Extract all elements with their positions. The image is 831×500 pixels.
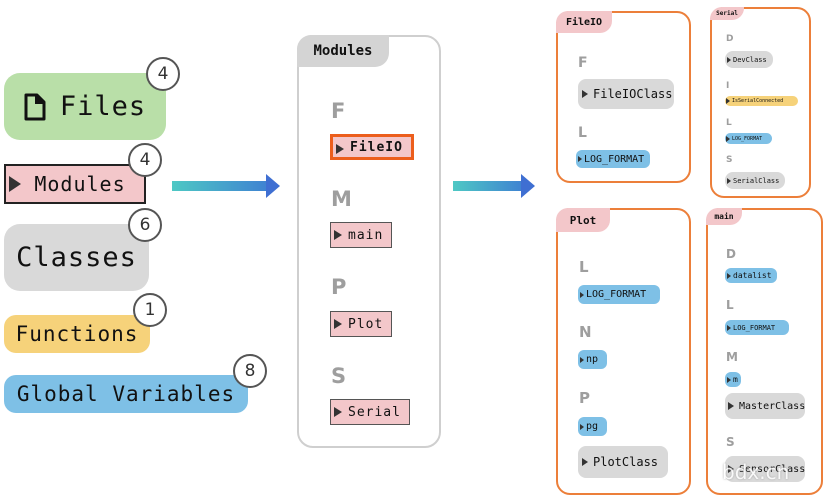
legend-files: Files: [4, 73, 166, 140]
classes-count-badge: 6: [128, 208, 162, 242]
play-triangle-icon: [728, 465, 734, 473]
variable-item-np[interactable]: np: [578, 350, 607, 369]
play-triangle-icon: [334, 407, 342, 417]
modules-count-badge: 4: [128, 143, 162, 177]
play-triangle-icon: [727, 177, 731, 184]
legend-globals-label: Global Variables: [16, 382, 236, 406]
module-card-fileio: FileIO F FileIOClass L LOG_FORMAT: [556, 11, 691, 183]
group-letter: P: [331, 275, 347, 299]
variable-item-m[interactable]: m: [725, 372, 741, 387]
legend-classes-label: Classes: [16, 242, 137, 273]
module-item-plot[interactable]: Plot: [330, 311, 393, 337]
variable-item-pg[interactable]: pg: [578, 417, 607, 436]
card-title: main: [706, 208, 742, 225]
play-triangle-icon: [582, 90, 588, 98]
group-letter: L: [726, 118, 732, 128]
variable-item-datalist[interactable]: datalist: [725, 268, 777, 283]
variable-item-log-format[interactable]: LOG_FORMAT: [725, 320, 789, 335]
globals-count-badge: 8: [233, 354, 267, 388]
play-triangle-icon: [580, 423, 584, 430]
group-letter: M: [331, 187, 352, 211]
legend-classes: Classes: [4, 224, 149, 291]
group-letter: D: [726, 34, 734, 44]
group-letter: M: [726, 350, 738, 364]
class-item-plotclass[interactable]: PlotClass: [578, 446, 668, 478]
play-triangle-icon: [727, 376, 731, 383]
play-triangle-icon: [727, 56, 731, 63]
play-triangle-icon: [9, 176, 21, 192]
legend-global-variables: Global Variables: [4, 375, 248, 413]
legend-files-label: Files: [59, 91, 147, 122]
group-letter: L: [579, 258, 589, 276]
play-triangle-icon: [334, 230, 342, 240]
card-title: FileIO: [556, 11, 612, 33]
group-letter: L: [726, 298, 734, 312]
class-item-sensorclass[interactable]: SensorClass: [725, 456, 805, 482]
files-count-badge: 4: [146, 57, 180, 91]
group-letter: S: [331, 364, 347, 388]
play-triangle-icon: [728, 402, 734, 410]
functions-count-badge: 1: [133, 293, 167, 327]
group-letter: S: [726, 435, 735, 449]
legend-functions-label: Functions: [15, 322, 139, 346]
play-triangle-icon: [580, 356, 584, 363]
play-triangle-icon: [580, 291, 584, 298]
play-triangle-icon: [727, 272, 731, 279]
legend-modules: Modules: [4, 164, 146, 204]
module-card-main: main D datalist L LOG_FORMAT M m MasterC…: [706, 208, 823, 495]
variable-item-log-format[interactable]: LOG_FORMAT: [576, 150, 650, 168]
group-letter: F: [331, 99, 346, 123]
module-item-main[interactable]: main: [330, 222, 393, 248]
arrow-right-icon: [453, 174, 535, 198]
module-item-serial[interactable]: Serial: [330, 399, 410, 425]
group-letter: I: [726, 81, 730, 91]
play-triangle-icon: [727, 324, 731, 331]
play-triangle-icon: [334, 319, 342, 329]
group-letter: F: [578, 55, 588, 71]
variable-item-log-format[interactable]: LOG_FORMAT: [578, 285, 660, 304]
class-item-devclass[interactable]: DevClass: [725, 51, 773, 68]
function-item-isserialconnected[interactable]: IsSerialConnected: [725, 96, 798, 106]
card-title: Plot: [556, 208, 610, 232]
modules-panel-title: Modules: [297, 35, 389, 67]
file-icon: [24, 93, 46, 121]
legend-modules-label: Modules: [34, 172, 126, 196]
class-item-fileioclass[interactable]: FileIOClass: [578, 79, 674, 109]
variable-item-log-format[interactable]: LOG_FORMAT: [725, 133, 772, 144]
module-card-serial: Serial D DevClass I IsSerialConnected L …: [710, 7, 811, 198]
module-item-fileio[interactable]: FileIO: [330, 134, 414, 160]
group-letter: S: [726, 155, 733, 165]
play-triangle-icon: [582, 458, 588, 466]
group-letter: P: [579, 389, 590, 407]
legend-functions: Functions: [4, 315, 150, 353]
play-triangle-icon: [726, 98, 730, 104]
class-item-serialclass[interactable]: SerialClass: [725, 172, 785, 189]
modules-panel: Modules F FileIO M main P Plot S Serial: [297, 35, 441, 448]
class-item-masterclass[interactable]: MasterClass: [725, 393, 805, 419]
group-letter: D: [726, 247, 736, 261]
module-card-plot: Plot L LOG_FORMAT N np P pg PlotClass: [556, 208, 691, 495]
card-title: Serial: [710, 7, 744, 20]
play-triangle-icon: [726, 135, 730, 142]
arrow-right-icon: [172, 174, 280, 198]
watermark: bdx.cn: [722, 460, 790, 484]
play-triangle-icon: [336, 144, 344, 154]
group-letter: L: [578, 125, 587, 141]
play-triangle-icon: [578, 156, 582, 162]
group-letter: N: [579, 323, 592, 341]
